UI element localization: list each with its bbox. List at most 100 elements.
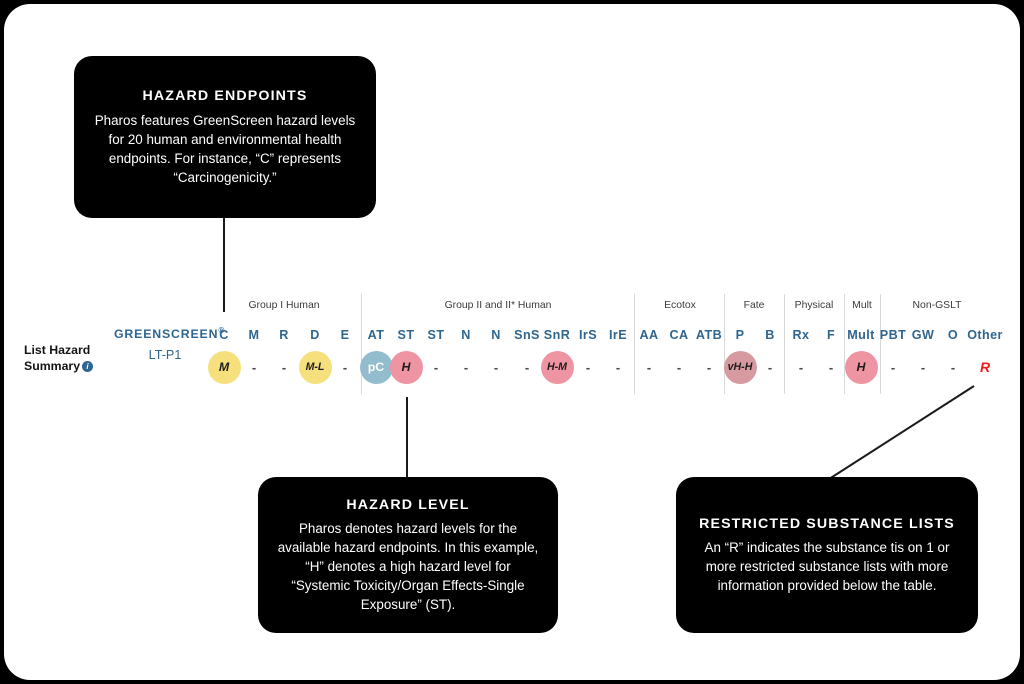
hazard-cell-c-0[interactable]: M (201, 344, 247, 390)
column-header-mult-21[interactable]: Mult (847, 328, 875, 342)
callout-restricted-substance-lists: RESTRICTED SUBSTANCE LISTS An “R” indica… (676, 477, 978, 633)
column-header-n-8[interactable]: N (461, 328, 471, 342)
group-band: Physical (794, 300, 834, 311)
callout-body: Pharos denotes hazard levels for the ava… (277, 521, 539, 613)
column-header-sns-10[interactable]: SnS (514, 328, 540, 342)
hazard-cell-b-18: - (747, 344, 793, 390)
hazard-cell-e-4: - (322, 344, 368, 390)
column-group-separator (880, 294, 881, 394)
row-label-line2: Summary (24, 359, 81, 374)
column-group-separator (784, 294, 785, 394)
empty-value-dash: - (920, 359, 926, 375)
hazard-level-bubble[interactable]: pC (359, 350, 393, 384)
hazard-cell-f-20: - (808, 344, 854, 390)
column-header-snr-11[interactable]: SnR (543, 328, 571, 342)
column-header-rx-19[interactable]: Rx (792, 328, 810, 342)
group-band: Fate (743, 300, 765, 311)
callout-title: RESTRICTED SUBSTANCE LISTS (699, 515, 955, 532)
group-band: Group II and II* Human (444, 300, 552, 311)
empty-value-dash: - (524, 359, 530, 375)
callout-hazard-level: HAZARD LEVEL Pharos denotes hazard level… (258, 477, 558, 633)
callout-body: An “R” indicates the substance tis on 1 … (704, 540, 950, 594)
column-group-separator (844, 294, 845, 394)
hazard-cell-atb-16: - (686, 344, 732, 390)
row-label-line1: List Hazard (24, 343, 91, 357)
empty-value-dash: - (251, 359, 257, 375)
hazard-cell-ca-15: - (656, 344, 702, 390)
empty-value-dash: - (585, 359, 591, 375)
column-header-other-25[interactable]: Other (967, 328, 1003, 342)
column-header-gw-23[interactable]: GW (911, 328, 935, 342)
column-header-r-2[interactable]: R (279, 328, 289, 342)
hazard-cell-pbt-22: - (870, 344, 916, 390)
hazard-cell-irs-12: - (565, 344, 611, 390)
hazard-cell-gw-23: - (900, 344, 946, 390)
hazard-level-bubble[interactable]: H (389, 350, 423, 384)
connector-line-restricted-substance-lists (824, 382, 978, 484)
column-header-pbt-22[interactable]: PBT (879, 328, 907, 342)
callout-title: HAZARD ENDPOINTS (142, 88, 308, 105)
hazard-cell-mult-21[interactable]: H (838, 344, 884, 390)
hazard-cell-m-1: - (231, 344, 277, 390)
column-header-aa-14[interactable]: AA (639, 328, 659, 342)
hazard-cell-other-25[interactable]: R (962, 344, 1008, 390)
group-band: Group I Human (248, 300, 320, 311)
column-header-m-1[interactable]: M (248, 328, 260, 342)
column-header-irs-12[interactable]: IrS (579, 328, 597, 342)
greenscreen-brand-text: GREENSCREEN (114, 327, 219, 342)
hazard-level-bubble[interactable]: M-L (298, 350, 332, 384)
connector-line-hazard-level (406, 397, 408, 478)
column-header-n-9[interactable]: N (491, 328, 501, 342)
callout-title: HAZARD LEVEL (346, 496, 470, 513)
callout-hazard-endpoints: HAZARD ENDPOINTS Pharos features GreenSc… (74, 56, 376, 218)
hazard-level-bubble[interactable]: M (207, 350, 241, 384)
hazard-cell-aa-14: - (626, 344, 672, 390)
hazard-level-bubble[interactable]: H-M (540, 350, 574, 384)
column-header-f-20[interactable]: F (826, 328, 836, 342)
info-icon[interactable]: i (82, 361, 94, 373)
column-header-at-5[interactable]: AT (367, 328, 385, 342)
hazard-level-bubble[interactable]: vH-H (723, 350, 757, 384)
column-header-d-3[interactable]: D (310, 328, 320, 342)
column-header-o-24[interactable]: O (947, 328, 959, 342)
empty-value-dash: - (828, 359, 834, 375)
empty-value-dash: - (342, 359, 348, 375)
empty-value-dash: - (463, 359, 469, 375)
empty-value-dash: - (676, 359, 682, 375)
hazard-level-bubble[interactable]: H (844, 350, 878, 384)
empty-value-dash: - (950, 359, 956, 375)
empty-value-dash: - (433, 359, 439, 375)
hazard-cell-n-8: - (443, 344, 489, 390)
hazard-cell-sns-10: - (504, 344, 550, 390)
hazard-cell-d-3[interactable]: M-L (292, 344, 338, 390)
column-header-c-0[interactable]: C (219, 328, 229, 342)
callout-body: Pharos features GreenScreen hazard level… (94, 112, 356, 185)
registered-trademark-icon: ® (218, 326, 225, 335)
empty-value-dash: - (798, 359, 804, 375)
connector-line-hazard-endpoints (223, 216, 225, 312)
hazard-cell-st-6[interactable]: H (383, 344, 429, 390)
column-header-e-4[interactable]: E (340, 328, 350, 342)
hazard-cell-snr-11[interactable]: H-M (534, 344, 580, 390)
column-header-st-6[interactable]: ST (397, 328, 415, 342)
empty-value-dash: - (493, 359, 499, 375)
empty-value-dash: - (615, 359, 621, 375)
column-header-atb-16[interactable]: ATB (695, 328, 723, 342)
column-header-ire-13[interactable]: IrE (609, 328, 627, 342)
hazard-cell-p-17[interactable]: vH-H (717, 344, 763, 390)
empty-value-dash: - (706, 359, 712, 375)
greenscreen-score-value[interactable]: LT-P1 (148, 348, 182, 362)
column-header-ca-15[interactable]: CA (669, 328, 689, 342)
column-header-st-7[interactable]: ST (427, 328, 445, 342)
column-header-b-18[interactable]: B (765, 328, 775, 342)
group-band: Mult (852, 300, 872, 311)
restricted-substance-flag[interactable]: R (979, 359, 991, 375)
empty-value-dash: - (890, 359, 896, 375)
hazard-cell-st-7: - (413, 344, 459, 390)
column-header-p-17[interactable]: P (735, 328, 745, 342)
hazard-cell-at-5[interactable]: pC (353, 344, 399, 390)
